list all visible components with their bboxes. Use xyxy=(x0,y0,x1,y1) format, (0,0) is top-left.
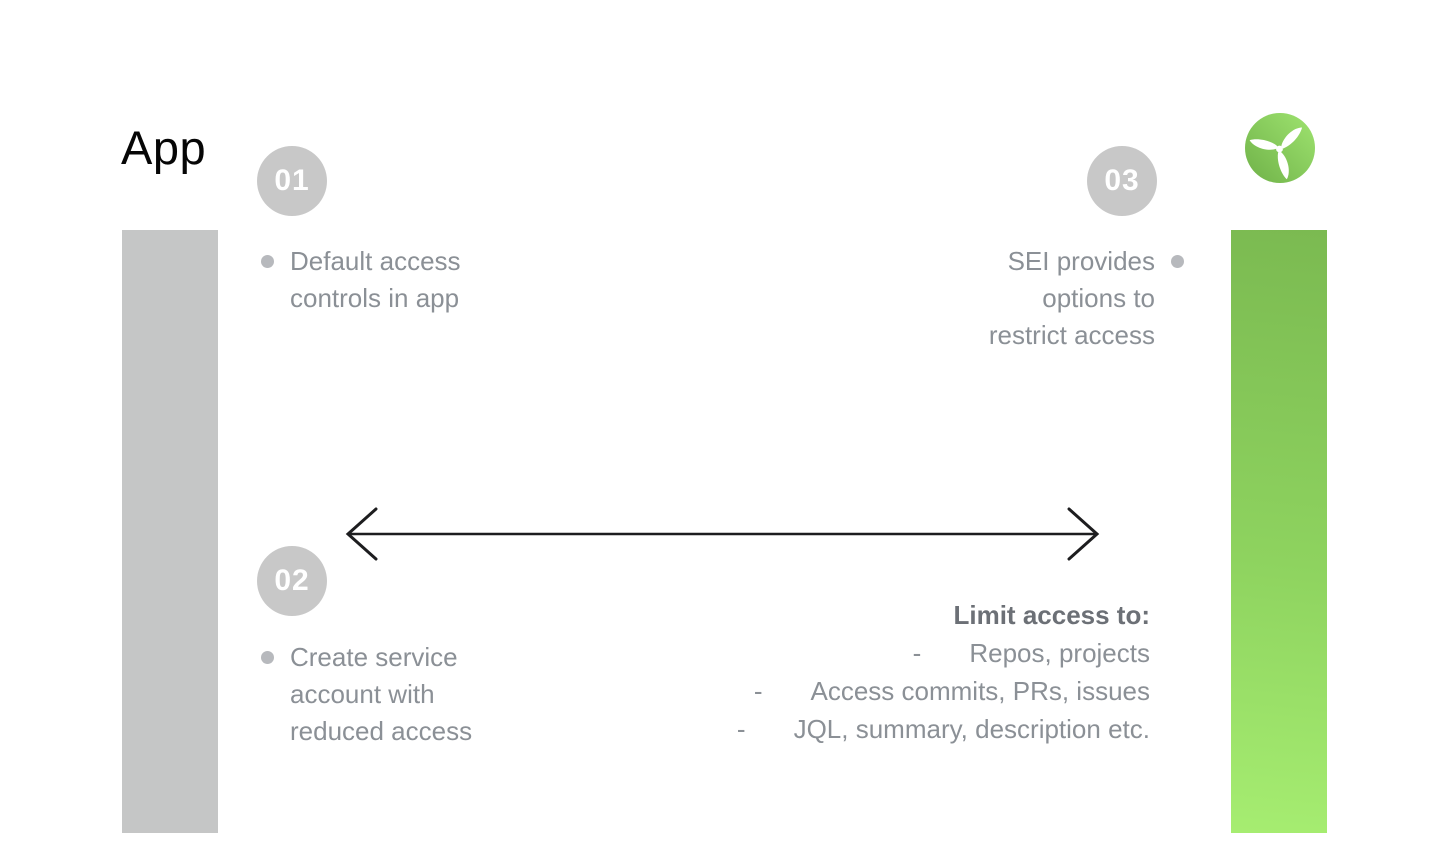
step-badge-03: 03 xyxy=(1087,146,1157,216)
page-title: App xyxy=(121,121,207,174)
app-column-bar xyxy=(122,230,218,833)
step-note-service-account: Create service account with reduced acce… xyxy=(261,639,472,750)
step-number: 02 xyxy=(274,564,310,597)
list-item: - JQL, summary, description etc. xyxy=(737,710,1150,748)
list-item-text: Repos, projects xyxy=(969,638,1150,668)
step-note-sei-restrict: SEI provides options to restrict access xyxy=(989,243,1184,354)
note-text: SEI provides options to restrict access xyxy=(989,243,1155,354)
note-line: restrict access xyxy=(988,320,1155,350)
note-line: controls in app xyxy=(290,283,460,313)
dash-bullet: - xyxy=(736,714,746,744)
note-line: reduced access xyxy=(290,716,473,746)
step-note-default-access: Default access controls in app xyxy=(261,243,461,317)
limit-access-list: Limit access to: - Repos, projects - Acc… xyxy=(737,596,1150,748)
note-line: options to xyxy=(1042,283,1155,313)
note-line: Create service xyxy=(290,642,458,672)
note-line: account with xyxy=(290,679,435,709)
dot-icon xyxy=(261,651,274,664)
list-item-text: Access commits, PRs, issues xyxy=(810,676,1150,706)
dot-icon xyxy=(1171,255,1184,268)
note-text: Default access controls in app xyxy=(290,243,461,317)
note-text: Create service account with reduced acce… xyxy=(290,639,472,750)
step-badge-02: 02 xyxy=(257,546,327,616)
double-headed-arrow-icon xyxy=(340,499,1105,569)
dash-bullet: - xyxy=(912,638,922,668)
dash-bullet: - xyxy=(753,676,763,706)
step-badge-01: 01 xyxy=(257,146,327,216)
list-item: - Access commits, PRs, issues xyxy=(737,672,1150,710)
list-item-text: JQL, summary, description etc. xyxy=(793,714,1150,744)
note-line: SEI provides xyxy=(1007,246,1155,276)
list-item: - Repos, projects xyxy=(737,634,1150,672)
sei-column-bar xyxy=(1231,230,1327,833)
limit-access-title: Limit access to: xyxy=(953,600,1150,630)
dot-icon xyxy=(261,255,274,268)
note-line: Default access xyxy=(290,246,461,276)
propeller-icon xyxy=(1245,113,1315,183)
step-number: 03 xyxy=(1104,164,1140,197)
step-number: 01 xyxy=(274,164,310,197)
